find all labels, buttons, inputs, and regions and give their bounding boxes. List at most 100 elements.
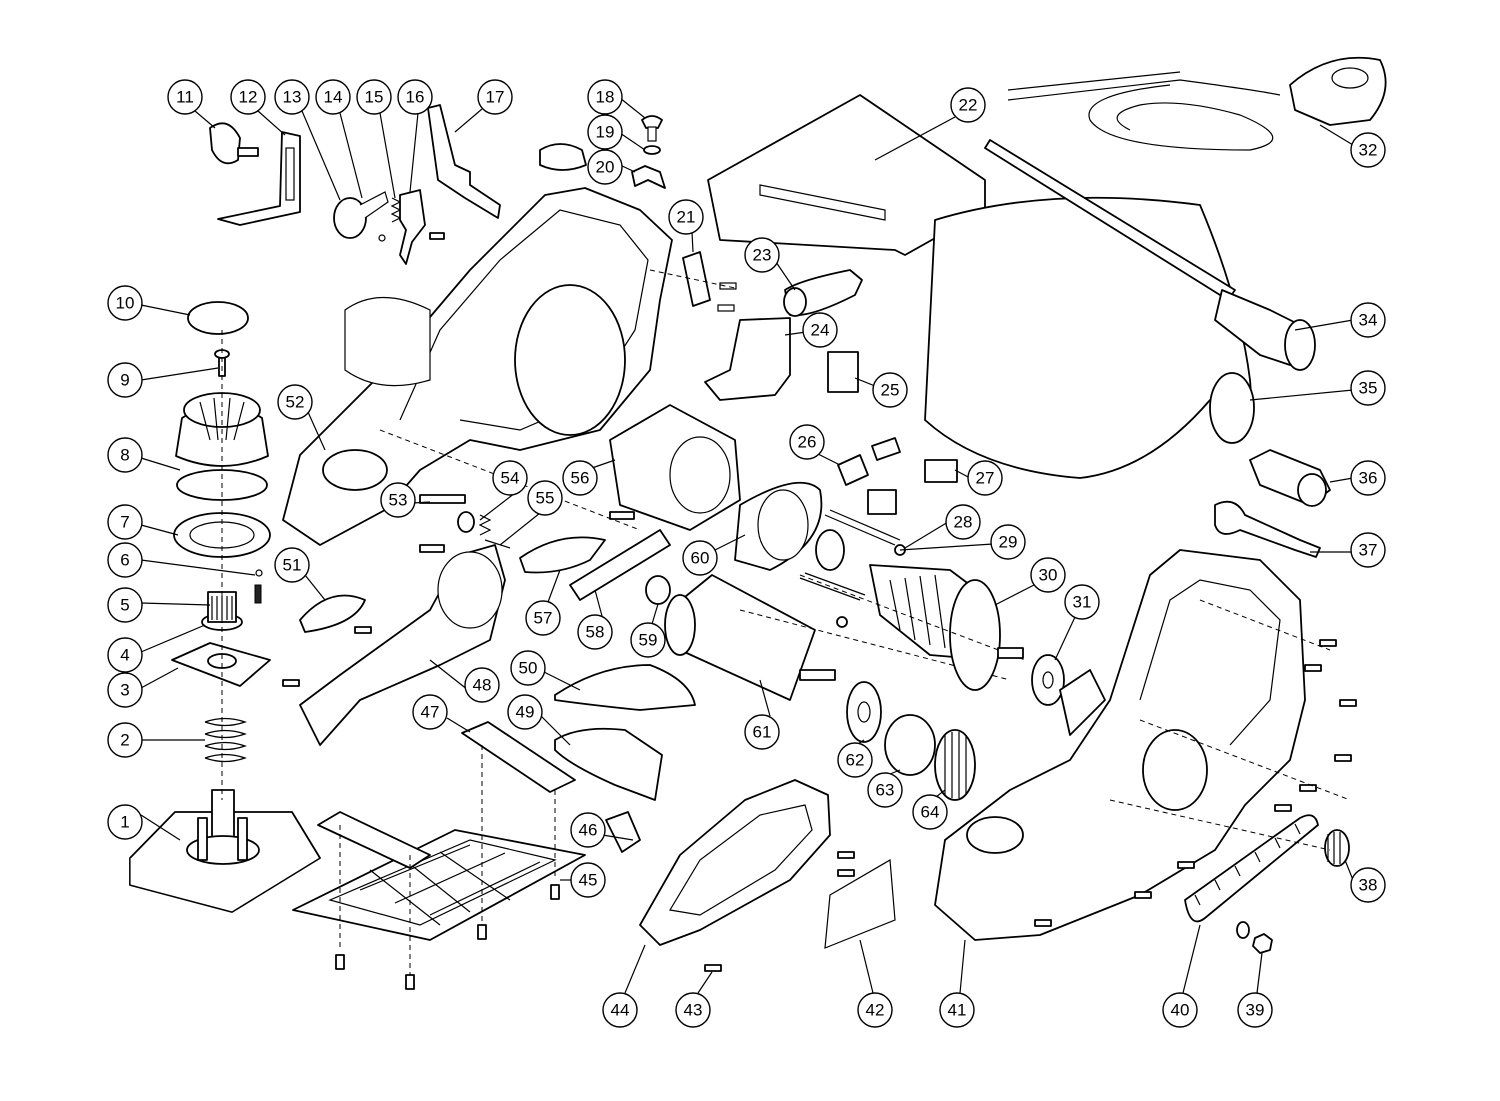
- callout-51: 51: [274, 547, 310, 583]
- part-housing-right-bore: [1142, 729, 1208, 811]
- part-knob-11-shaft: [237, 147, 259, 157]
- svg-text:20: 20: [596, 158, 615, 177]
- part-screw-56: [609, 511, 635, 520]
- part-screw-43: [704, 964, 722, 972]
- part-depth-knob-ribs: [199, 397, 245, 441]
- callout-42: 42: [857, 992, 893, 1028]
- leader-line: [140, 457, 181, 471]
- svg-text:61: 61: [753, 723, 772, 742]
- part-blade-guard-50: [554, 664, 696, 711]
- leader-line: [339, 112, 363, 199]
- callout-60: 60: [682, 540, 718, 576]
- svg-text:40: 40: [1171, 1001, 1190, 1020]
- svg-text:51: 51: [283, 556, 302, 575]
- svg-text:17: 17: [486, 88, 505, 107]
- part-spring-15: [390, 197, 402, 223]
- part-screw-21b: [717, 304, 735, 312]
- leader-line: [140, 602, 211, 606]
- svg-text:3: 3: [120, 681, 129, 700]
- leader-line: [1182, 924, 1201, 994]
- svg-text:64: 64: [921, 803, 940, 822]
- part-screw-r6: [1274, 804, 1292, 812]
- svg-text:59: 59: [639, 631, 658, 650]
- callout-6: 6: [107, 542, 143, 578]
- part-bearing-front: [815, 529, 845, 571]
- callout-49: 49: [507, 694, 543, 730]
- svg-text:47: 47: [421, 703, 440, 722]
- callout-52: 52: [277, 384, 313, 420]
- leader-line: [619, 97, 646, 119]
- leader-line: [775, 261, 796, 291]
- part-brush-25: [827, 351, 859, 393]
- svg-text:53: 53: [389, 491, 408, 510]
- part-clip-46: [605, 811, 641, 853]
- part-extraction-tube-end: [1284, 319, 1316, 371]
- callout-50: 50: [510, 650, 546, 686]
- callout-14: 14: [315, 79, 351, 115]
- svg-text:30: 30: [1039, 566, 1058, 585]
- svg-text:50: 50: [519, 659, 538, 678]
- svg-text:27: 27: [976, 469, 995, 488]
- part-blade-guard-49: [554, 727, 663, 801]
- part-dust-bag-mouth: [1209, 372, 1255, 444]
- part-housing-right-port: [966, 816, 1024, 854]
- part-screw-r5: [1299, 784, 1317, 792]
- callout-15: 15: [356, 79, 392, 115]
- callout-5: 5: [107, 587, 143, 623]
- svg-text:54: 54: [501, 469, 520, 488]
- svg-text:36: 36: [1359, 469, 1378, 488]
- svg-text:6: 6: [120, 551, 129, 570]
- part-armature-winding: [889, 574, 946, 649]
- part-bearing-31-inner: [1042, 671, 1054, 689]
- part-bushing-59: [645, 575, 671, 605]
- callout-36: 36: [1350, 460, 1386, 496]
- leader-line: [854, 377, 876, 387]
- callout-55: 55: [527, 480, 563, 516]
- part-blade-51: [299, 594, 366, 633]
- leader-line: [194, 110, 216, 129]
- leader-line: [1249, 389, 1354, 401]
- svg-text:45: 45: [579, 871, 598, 890]
- leader-line: [994, 584, 1035, 606]
- part-screw-53: [419, 494, 466, 504]
- leader-line: [1344, 859, 1354, 881]
- part-cover-57: [519, 536, 606, 574]
- callout-26: 26: [789, 424, 825, 460]
- part-pulley-64: [934, 729, 976, 801]
- part-screw-44b: [837, 869, 855, 877]
- svg-text:39: 39: [1246, 1001, 1265, 1020]
- svg-text:63: 63: [876, 781, 895, 800]
- part-brush-holder-27: [924, 459, 958, 483]
- callout-48: 48: [464, 667, 500, 703]
- leader-line: [935, 789, 946, 798]
- part-lever-13-arm: [359, 191, 389, 219]
- leader-line: [547, 569, 561, 603]
- callout-64: 64: [912, 794, 948, 830]
- svg-text:46: 46: [579, 821, 598, 840]
- leader-line: [409, 112, 419, 193]
- svg-text:55: 55: [536, 489, 555, 508]
- part-dust-bag: [924, 196, 1252, 479]
- part-screw-r3: [1339, 699, 1357, 707]
- part-base-plate-lip: [129, 857, 321, 913]
- part-cutter-shaft: [799, 669, 836, 681]
- svg-text:8: 8: [120, 446, 129, 465]
- leader-line: [301, 110, 341, 201]
- callout-44: 44: [602, 992, 638, 1028]
- part-screw-45c: [477, 924, 487, 940]
- svg-text:41: 41: [948, 1001, 967, 1020]
- leader-line: [1319, 124, 1354, 146]
- callout-29: 29: [990, 524, 1026, 560]
- leader-line: [859, 939, 874, 994]
- svg-text:19: 19: [596, 123, 615, 142]
- part-cutter-drum-end: [664, 594, 696, 656]
- callout-21: 21: [668, 199, 704, 235]
- leader-line: [543, 671, 581, 691]
- svg-text:4: 4: [120, 646, 129, 665]
- callout-40: 40: [1162, 992, 1198, 1028]
- part-pin-5: [254, 584, 262, 604]
- part-motor-field-face: [669, 436, 731, 514]
- part-base-post-left: [197, 817, 208, 861]
- leader-line: [1256, 952, 1263, 994]
- leader-line: [454, 108, 483, 133]
